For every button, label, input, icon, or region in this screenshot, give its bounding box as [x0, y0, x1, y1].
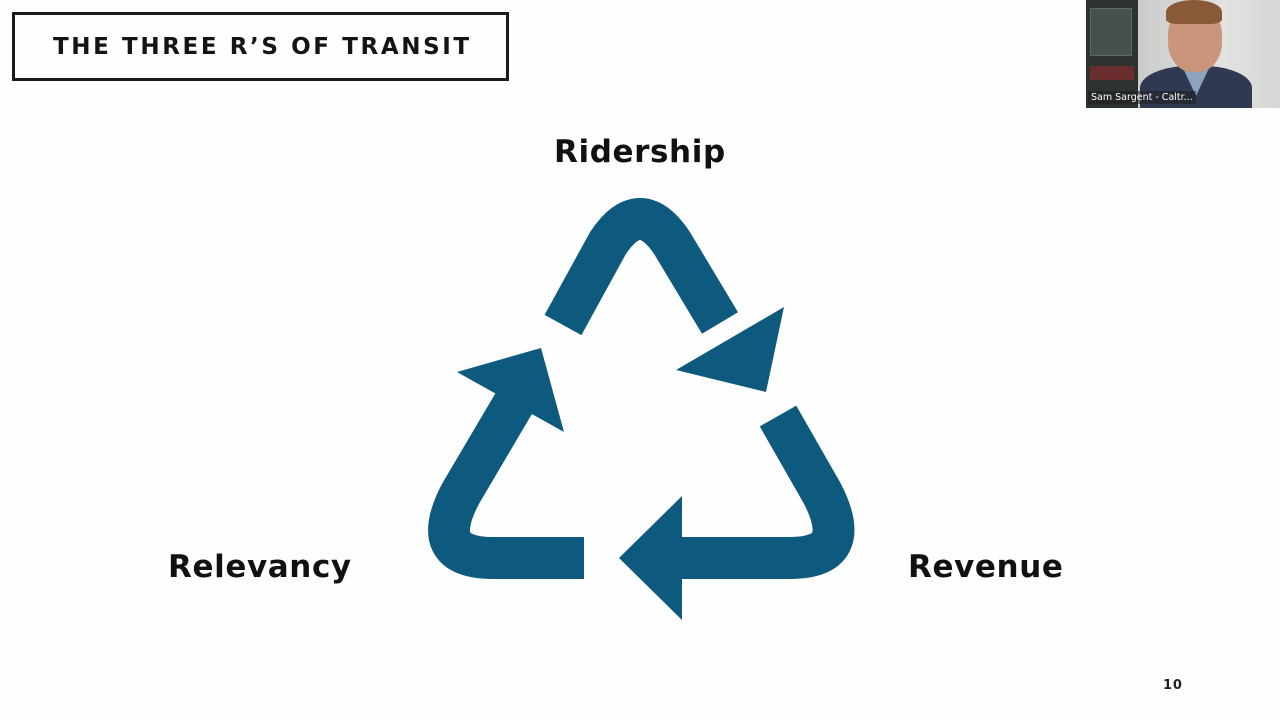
arrow-left-head: [457, 348, 564, 432]
video-background-shelf: [1086, 0, 1138, 108]
arrow-right-band: [662, 405, 855, 579]
arrow-top-head: [676, 307, 784, 392]
page-number: 10: [1163, 678, 1183, 693]
participant-name-label: Sam Sargent - Caltr...: [1088, 91, 1196, 104]
participant-hair: [1166, 0, 1222, 24]
slide-title: THE THREE R’S OF TRANSIT: [53, 33, 472, 60]
arrow-right-head: [619, 496, 682, 620]
participant-video-tile[interactable]: Sam Sargent - Caltr...: [1086, 0, 1280, 108]
arrow-top-band: [544, 198, 739, 336]
label-ridership: Ridership: [554, 134, 726, 170]
label-revenue: Revenue: [908, 549, 1064, 585]
arrow-left-band: [428, 387, 584, 579]
label-relevancy: Relevancy: [168, 549, 352, 585]
slide-title-box: THE THREE R’S OF TRANSIT: [12, 12, 509, 81]
